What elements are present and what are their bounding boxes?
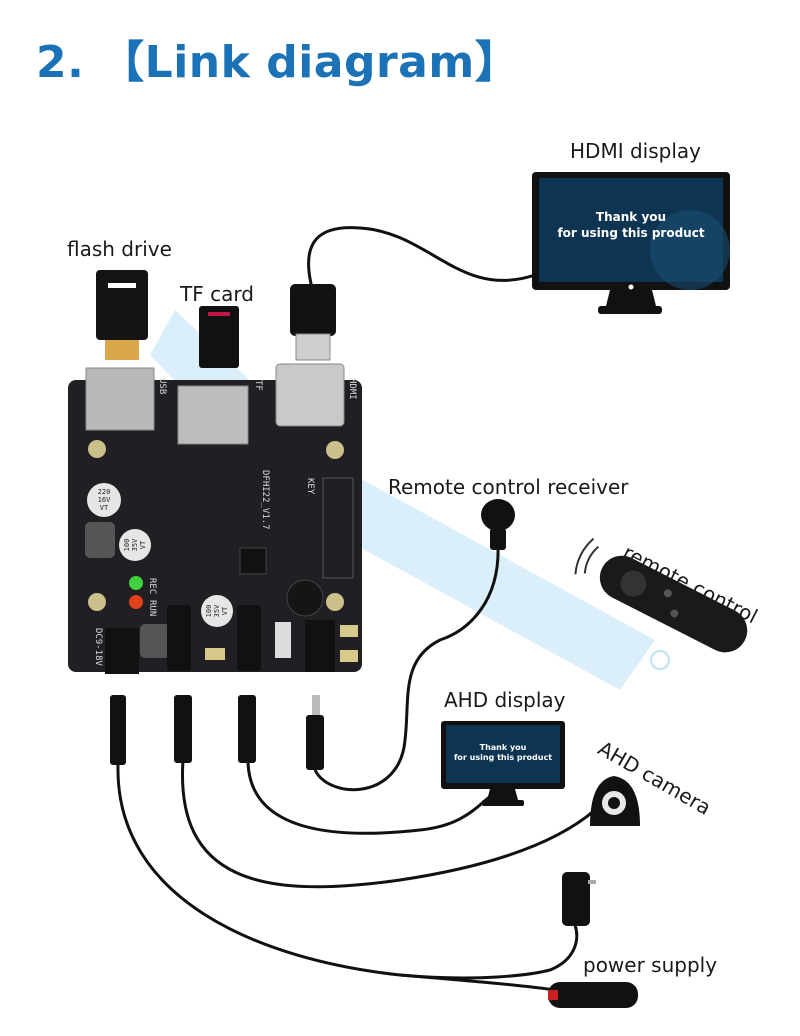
title-bracket-close: 】 bbox=[474, 37, 520, 88]
cap1-voltage: 16V bbox=[98, 496, 111, 504]
model-silk-label: DFHI22_V1.7 bbox=[260, 470, 270, 530]
plugs bbox=[110, 695, 324, 770]
cables bbox=[116, 226, 596, 992]
label-hdmi-display: HDMI display bbox=[570, 139, 701, 163]
control-board: USB TF HDMI KEY REC RUN DC9-18V DFHI22_V… bbox=[68, 363, 362, 674]
page-title: 2. 【Link diagram】 bbox=[36, 26, 519, 90]
cap2-brand: VT bbox=[139, 540, 147, 549]
cap2-value: 100 bbox=[123, 539, 131, 552]
capacitor-1 bbox=[87, 483, 121, 517]
ahd-screen-line2: for using this product bbox=[453, 753, 553, 763]
hdmi-screen-text: Thank you for using this product bbox=[539, 210, 723, 241]
rec-led bbox=[129, 576, 143, 590]
cap3-value: 100 bbox=[205, 605, 213, 618]
label-ahd-display: AHD display bbox=[444, 688, 566, 712]
run-led bbox=[129, 595, 143, 609]
key-silk-label: KEY bbox=[305, 478, 315, 495]
rec-silk-label: REC bbox=[147, 578, 157, 594]
ahd-camera-cable bbox=[181, 759, 596, 889]
watermark bbox=[150, 310, 670, 690]
label-tf-card: TF card bbox=[180, 282, 254, 306]
title-bracket-open: 【 bbox=[100, 37, 145, 88]
ahd-display bbox=[441, 721, 565, 806]
hdmi-port bbox=[275, 363, 345, 427]
capacitor-3 bbox=[201, 595, 233, 627]
hdmi-screen-line2: for using this product bbox=[557, 225, 705, 240]
run-silk-label: RUN bbox=[147, 600, 157, 616]
hdmi-display bbox=[532, 172, 730, 314]
hdmi-screen-line1: Thank you bbox=[595, 210, 667, 224]
title-text: Link diagram bbox=[144, 37, 475, 88]
capacitor-2 bbox=[119, 529, 151, 561]
cap1-brand: VT bbox=[100, 504, 109, 512]
title-number: 2. bbox=[36, 37, 85, 88]
ahd-display-cable bbox=[246, 761, 501, 835]
power-adapter bbox=[562, 872, 596, 926]
tf-slot bbox=[177, 385, 249, 445]
tf-silk-label: TF bbox=[253, 380, 263, 391]
dc-silk-label: DC9-18V bbox=[93, 628, 103, 667]
remote-receiver-cable bbox=[313, 544, 500, 792]
car-charger-plug bbox=[548, 982, 638, 1008]
cap3-voltage: 35V bbox=[213, 604, 221, 617]
power-cable-branch bbox=[399, 973, 556, 992]
remote-control bbox=[574, 537, 748, 653]
usb-port bbox=[85, 367, 155, 431]
cap1-value: 220 bbox=[98, 488, 111, 496]
cap2-voltage: 35V bbox=[131, 538, 139, 551]
label-remote-receiver: Remote control receiver bbox=[388, 475, 629, 499]
flash-drive bbox=[96, 270, 148, 360]
label-flash-drive: flash drive bbox=[67, 237, 172, 261]
ahd-camera bbox=[590, 776, 640, 826]
tf-card bbox=[199, 306, 239, 368]
hdmi-cable bbox=[307, 226, 536, 289]
ahd-screen-line1: Thank you bbox=[479, 743, 527, 752]
remote-receiver bbox=[481, 499, 515, 550]
usb-silk-label: USB bbox=[157, 378, 167, 394]
cap3-brand: VT bbox=[221, 606, 229, 615]
label-power-supply: power supply bbox=[583, 953, 718, 977]
ahd-screen-text: Thank you for using this product bbox=[446, 743, 560, 764]
hdmi-silk-label: HDMI bbox=[347, 378, 357, 400]
hdmi-plug bbox=[290, 284, 336, 361]
